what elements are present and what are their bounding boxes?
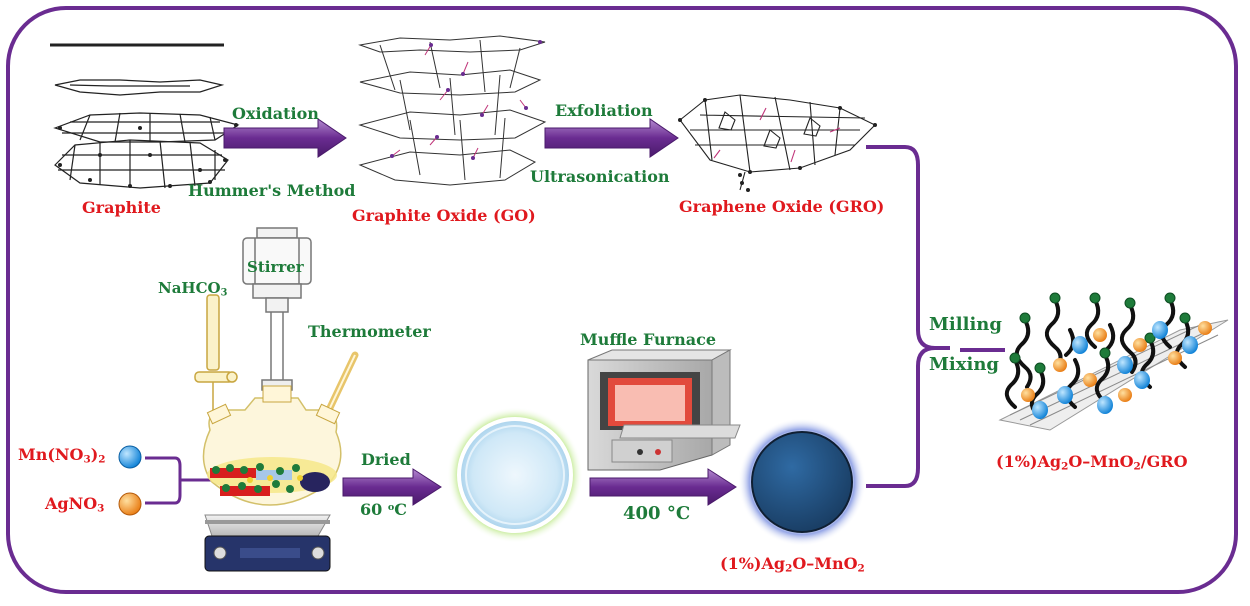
hot-plate-icon xyxy=(204,514,331,572)
arrow-oxidation xyxy=(223,118,347,158)
dried-powder-sphere xyxy=(447,407,583,543)
round-flask-icon xyxy=(202,385,342,506)
graphene-oxide-sheet-icon xyxy=(678,94,877,192)
mn-precursor-ball xyxy=(118,445,142,469)
arrow-dried xyxy=(342,468,442,506)
label-oxidation: Oxidation xyxy=(232,104,319,123)
label-graphite: Graphite xyxy=(82,198,161,217)
label-mn-nitrate: Mn(NO3)2 xyxy=(18,445,106,466)
muffle-furnace-icon xyxy=(587,349,741,471)
composite-structure-icon xyxy=(998,292,1229,431)
label-graphene-oxide: Graphene Oxide (GRO) xyxy=(679,197,885,216)
stirrer-icon xyxy=(242,227,312,470)
label-final-composite: (1%)Ag2O–MnO2/GRO xyxy=(996,452,1188,473)
label-nahco3: NaHCO3 xyxy=(158,279,228,299)
label-stirrer: Stirrer xyxy=(247,258,304,276)
label-ultrasonication: Ultrasonication xyxy=(530,167,670,186)
label-hummers-method: Hummer's Method xyxy=(188,181,356,200)
label-ag-nitrate: AgNO3 xyxy=(45,494,105,515)
label-graphite-oxide: Graphite Oxide (GO) xyxy=(352,206,536,225)
label-60c: 60 oC xyxy=(360,500,407,519)
label-exfoliation: Exfoliation xyxy=(555,101,653,120)
arrow-exfoliation xyxy=(544,118,679,158)
label-400c: 400 °C xyxy=(623,503,691,524)
arrow-calcination xyxy=(589,468,737,506)
burette-icon xyxy=(194,294,238,420)
label-dried: Dried xyxy=(361,450,411,469)
milling-mixing-bracket xyxy=(866,145,1005,488)
label-milling: Milling xyxy=(929,314,1002,335)
ag-precursor-ball xyxy=(118,492,142,516)
label-muffle-furnace: Muffle Furnace xyxy=(580,330,717,349)
label-thermometer: Thermometer xyxy=(308,322,431,341)
calcined-product-sphere xyxy=(738,418,866,546)
label-product: (1%)Ag2O–MnO2 xyxy=(720,554,865,575)
label-mixing: Mixing xyxy=(929,354,1000,375)
precursor-bracket xyxy=(145,456,218,505)
graphite-layers-icon xyxy=(50,43,240,189)
graphite-oxide-stack-icon xyxy=(358,35,547,186)
diagram-frame xyxy=(6,6,1238,594)
